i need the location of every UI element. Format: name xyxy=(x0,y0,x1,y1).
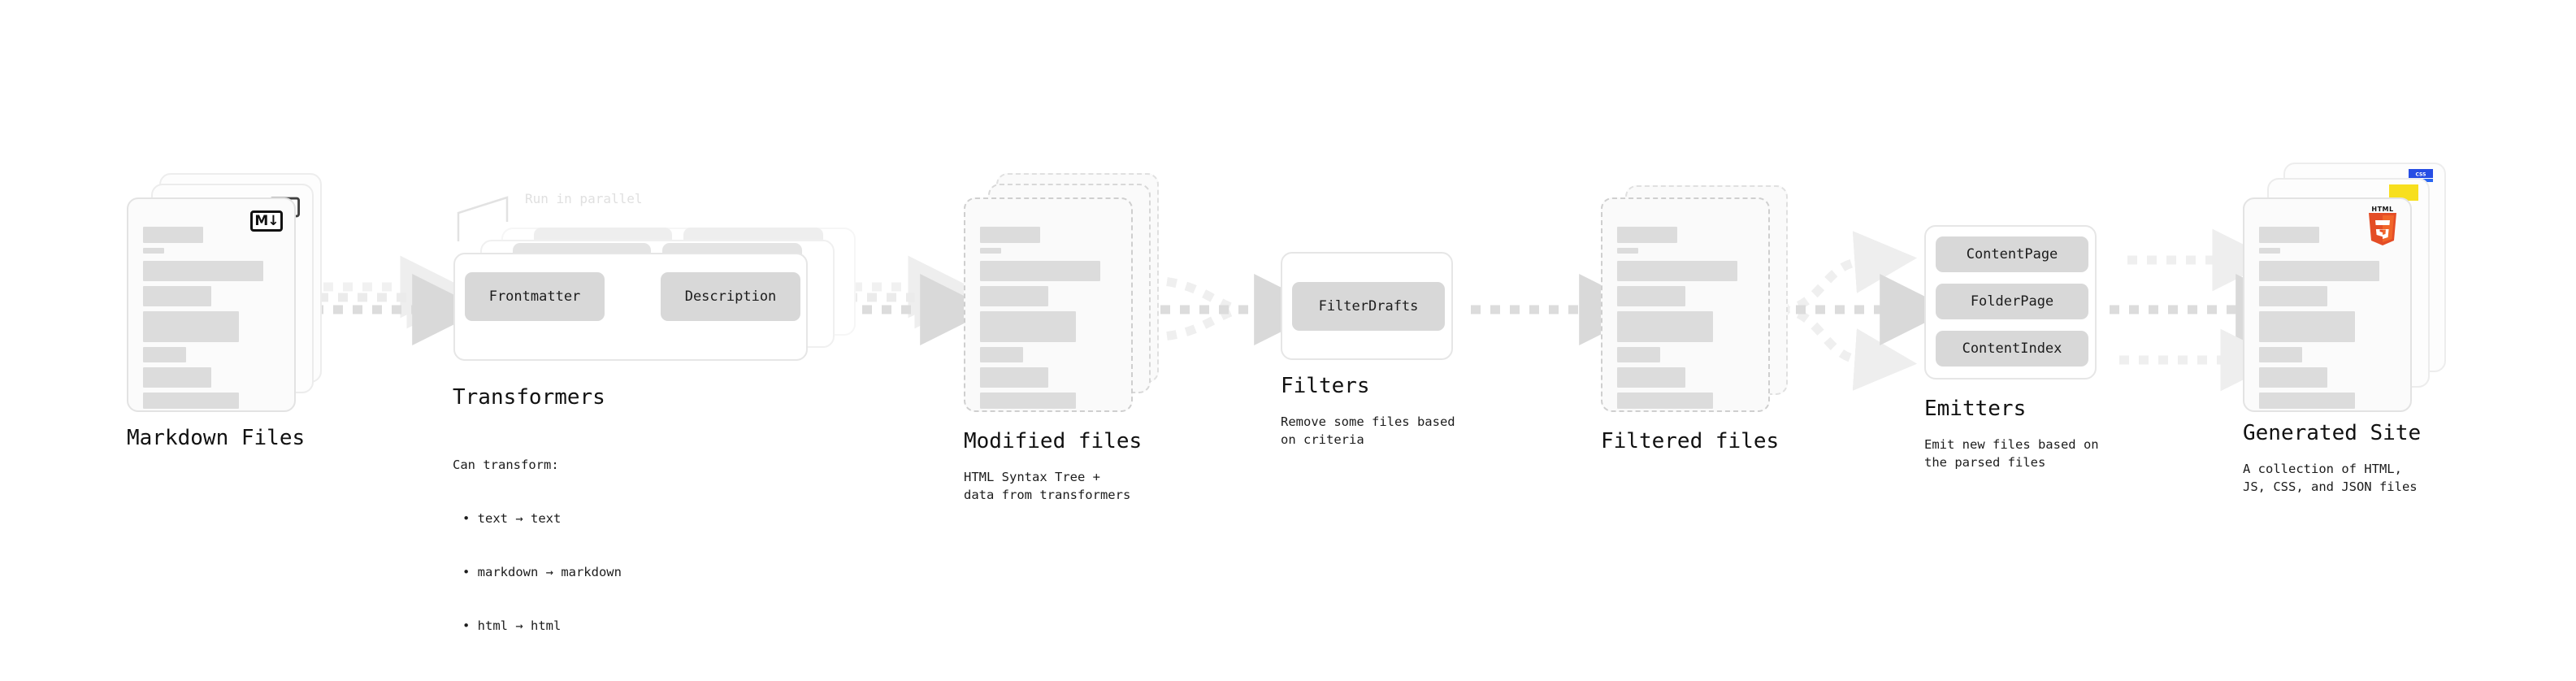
flow-emitters-to-site xyxy=(2110,228,2308,392)
skeleton-bar xyxy=(2259,248,2280,254)
transformers-description: Can transform: • text → text • markdown … xyxy=(453,420,622,670)
skeleton-bar xyxy=(2259,286,2327,306)
skeleton-bar xyxy=(2259,261,2379,281)
skeleton-bar xyxy=(143,286,211,306)
run-in-parallel-label: Run in parallel xyxy=(525,191,643,206)
transform-item: • html → html xyxy=(462,618,562,633)
emitters-description: Emit new files based on the parsed files xyxy=(1924,437,2099,470)
skeleton-bar xyxy=(2259,311,2355,342)
skeleton-bar xyxy=(143,248,164,254)
stage-title-modified-files: Modified files xyxy=(964,429,1143,453)
stage-title-markdown-files: Markdown Files xyxy=(127,426,306,450)
skeleton-bar xyxy=(1617,286,1685,306)
skeleton-bar xyxy=(980,393,1076,409)
html5-icon-label: HTML xyxy=(2371,206,2394,213)
javascript-icon xyxy=(2389,184,2418,201)
skeleton-bar xyxy=(980,311,1076,342)
transformers-panel-front[interactable]: Frontmatter Description xyxy=(453,253,808,361)
html5-icon: HTML xyxy=(2365,206,2400,246)
skeleton-bar xyxy=(2259,367,2327,388)
skeleton-bar xyxy=(1617,367,1685,388)
skeleton-bar xyxy=(143,227,203,243)
stage-title-emitters: Emitters xyxy=(1924,397,2027,421)
filtered-file-card-front[interactable] xyxy=(1601,197,1770,412)
skeleton-bar xyxy=(143,261,263,281)
skeleton-bar xyxy=(980,227,1040,243)
skeleton-bar xyxy=(1617,311,1713,342)
flow-filtered-to-emitters xyxy=(1776,231,1952,391)
filter-pill-filterdrafts[interactable]: FilterDrafts xyxy=(1292,282,1445,331)
emitters-panel[interactable]: ContentPage FolderPage ContentIndex xyxy=(1924,225,2097,380)
skeleton-bar xyxy=(143,311,239,342)
generated-file-card-html[interactable]: HTML xyxy=(2243,197,2412,412)
skeleton-bar xyxy=(2259,393,2355,409)
skeleton-bar xyxy=(980,286,1048,306)
emitter-pill-contentpage[interactable]: ContentPage xyxy=(1936,236,2088,272)
transform-item: • text → text xyxy=(462,511,562,526)
modified-files-description: HTML Syntax Tree + data from transformer… xyxy=(964,470,1131,502)
skeleton-bar xyxy=(1617,227,1677,243)
markdown-badge: M↓ xyxy=(250,210,283,232)
stage-title-transformers: Transformers xyxy=(453,385,605,410)
flow-modified-to-filters xyxy=(1141,274,1326,345)
skeleton-bar xyxy=(980,367,1048,388)
transform-intro: Can transform: xyxy=(453,458,559,472)
stage-title-generated-site: Generated Site xyxy=(2243,421,2422,445)
skeleton-bar xyxy=(2259,347,2302,362)
stage-title-filters: Filters xyxy=(1281,374,1370,398)
skeleton-bar xyxy=(2259,227,2319,243)
skeleton-bar xyxy=(980,347,1023,362)
emitter-pill-folderpage[interactable]: FolderPage xyxy=(1936,284,2088,319)
transformer-pill-description[interactable]: Description xyxy=(661,272,800,321)
stage-title-filtered-files: Filtered files xyxy=(1601,429,1780,453)
modified-file-card-front[interactable] xyxy=(964,197,1133,412)
skeleton-bar xyxy=(980,248,1001,254)
transform-item: • markdown → markdown xyxy=(462,565,622,579)
skeleton-bar xyxy=(980,261,1100,281)
skeleton-bar xyxy=(1617,347,1660,362)
skeleton-bar xyxy=(1617,248,1638,254)
filters-panel[interactable]: FilterDrafts xyxy=(1281,252,1453,360)
filters-description: Remove some files based on criteria xyxy=(1281,414,1455,447)
skeleton-bar xyxy=(143,367,211,388)
skeleton-bar xyxy=(1617,261,1737,281)
skeleton-bar xyxy=(143,393,239,409)
skeleton-bar xyxy=(143,347,186,362)
flow-markdown-to-transformers xyxy=(314,255,484,345)
emitter-pill-contentindex[interactable]: ContentIndex xyxy=(1936,331,2088,367)
transformer-pill-frontmatter[interactable]: Frontmatter xyxy=(465,272,605,321)
markdown-file-card-front[interactable]: M↓ xyxy=(127,197,296,412)
skeleton-bar xyxy=(1617,393,1713,409)
generated-site-description: A collection of HTML, JS, CSS, and JSON … xyxy=(2243,462,2418,494)
run-in-parallel-bracket xyxy=(457,196,509,241)
svg-text:CSS: CSS xyxy=(2416,172,2426,178)
